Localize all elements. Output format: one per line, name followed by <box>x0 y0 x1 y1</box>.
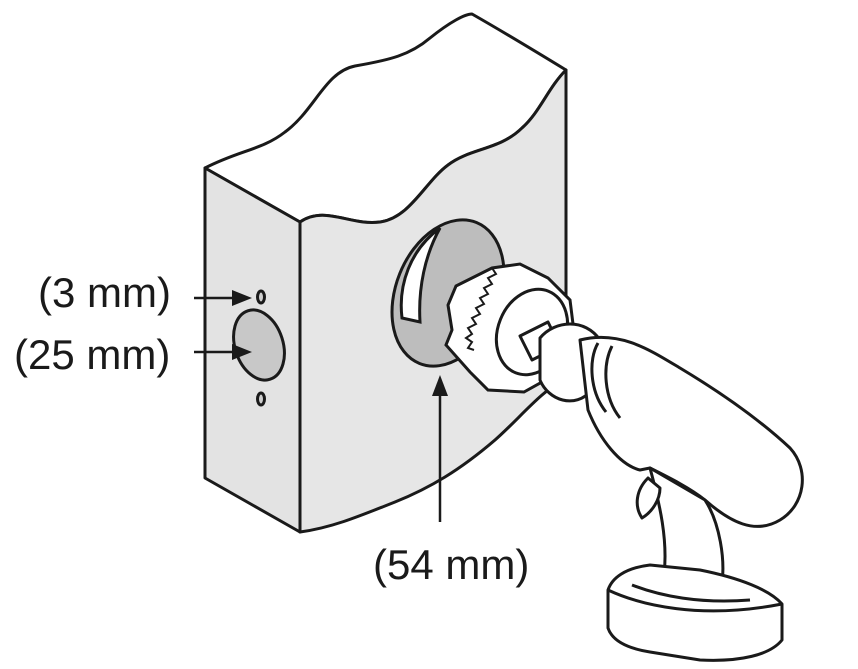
lower-screw-hole <box>256 391 266 407</box>
face-bore-diameter-label: (25 mm) <box>14 331 171 378</box>
drill-collar-lines <box>590 342 622 419</box>
arrow-3mm-head <box>232 290 252 306</box>
power-drill <box>518 320 804 662</box>
edge-holes <box>232 289 286 407</box>
small-hole-diameter-label: (3 mm) <box>38 269 171 316</box>
cross-bore-diameter-label: (54 mm) <box>373 541 530 588</box>
hole-saw-teeth <box>464 267 498 351</box>
upper-screw-hole <box>256 289 266 305</box>
drill-battery-pack <box>606 563 784 662</box>
arrow-54mm-head <box>432 375 448 396</box>
drill-body <box>578 335 804 528</box>
dimension-arrows <box>194 290 448 522</box>
arrow-25mm-head <box>232 344 252 360</box>
bore-light-sliver <box>399 226 442 324</box>
drill-trigger <box>635 476 662 520</box>
drill-battery-top <box>607 583 783 613</box>
